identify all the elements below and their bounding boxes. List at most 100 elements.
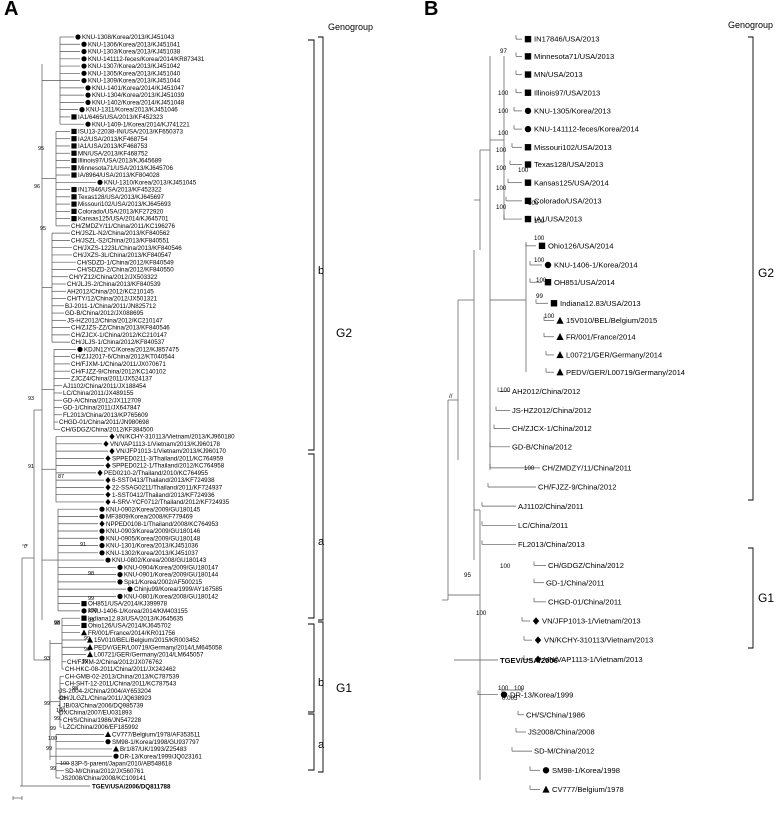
bootstrap-value: 98: [88, 571, 94, 577]
taxon-label: KNU-1304/Korea/2013/KJ451039: [92, 92, 185, 99]
bootstrap-value: 100: [544, 313, 555, 320]
taxon-label: GD-1/China/2011/JX647847: [63, 405, 141, 412]
bootstrap-value: 100: [498, 130, 509, 137]
taxon-label: CH/ZJZS-ZZ/China/2013/KF840546: [71, 325, 170, 332]
genogroup-bracket-g2: [748, 36, 754, 501]
subgroup-label-g1b: b: [318, 677, 324, 689]
us-strain-square-marker: [71, 186, 77, 193]
taxon-label: Br1/87/UK/1993/Z25483: [120, 746, 187, 753]
genogroup-bracket-g1: [748, 547, 754, 649]
bootstrap-value: 100: [524, 465, 535, 472]
bootstrap-value: 98: [54, 621, 60, 627]
taxon-label: Missouri102/USA/2013: [534, 143, 612, 152]
us-strain-square-marker: [71, 165, 77, 171]
taxon-label: KNU-1409-1/Korea/2014/KJ741221: [92, 121, 190, 128]
taxon-label: FR/001/France/2014/KR011756: [88, 630, 176, 637]
korean-strain-circle-marker: [85, 85, 91, 91]
taxon-label: CH-HKC-08-2011/China/2011/JX242462: [65, 666, 176, 673]
taxon-label: CH/JXZS-3L/China/2013/KF840547: [73, 252, 172, 259]
taxon-label: KNU-1401/Korea/2014/KJ451047: [92, 85, 185, 92]
root-outgroup-label: TGEV/USA/2006: [500, 656, 558, 665]
korean-strain-circle-marker: [75, 34, 81, 40]
us-strain-square-marker: [524, 179, 532, 186]
korean-strain-circle-marker: [127, 586, 133, 592]
us-strain-square-marker: [544, 279, 552, 286]
asian-strain-diamond-marker: [534, 655, 542, 663]
bootstrap-value: 93: [44, 656, 50, 662]
asian-strain-diamond-marker: [109, 433, 115, 440]
bootstrap-value: 99: [44, 701, 50, 707]
bootstrap-value: 95: [40, 226, 46, 232]
korean-strain-circle-marker: [85, 92, 91, 98]
bootstrap-value: 100: [60, 761, 69, 767]
us-strain-square-marker: [524, 144, 532, 151]
taxon-label: IA1/USA/2013: [534, 215, 582, 224]
us-strain-square-marker: [71, 143, 77, 149]
bootstrap-value: 100: [498, 108, 509, 115]
bootstrap-value: 96: [34, 184, 40, 190]
taxon-label: IA1/USA/2013/KF468753: [78, 143, 148, 150]
european-strain-triangle-marker: [87, 644, 93, 650]
taxon-label: L00721/GER/Germany/2014: [566, 351, 662, 360]
subgroup-label-g1a: a: [318, 739, 325, 751]
taxon-label: PEDV/GER/L00719/Germany/2014: [566, 368, 685, 377]
bootstrap-value: 99: [60, 696, 66, 702]
bootstrap-value: 100: [536, 277, 547, 284]
european-strain-triangle-marker: [556, 368, 564, 376]
subgroup-bracket-g1b: [308, 623, 315, 713]
taxon-label: CHGD-01/China/2011/JN980698: [59, 419, 150, 426]
asian-strain-diamond-marker: [105, 455, 111, 462]
taxon-label: CH/YZ12/China/2012/JX503322: [69, 274, 158, 281]
genogroup-label-g2: G2: [336, 326, 352, 340]
bootstrap-value: 99: [88, 618, 94, 624]
taxon-label: NPPED0108-1/Thailand/2008/KC764953: [106, 521, 219, 528]
us-strain-square-marker: [71, 157, 77, 164]
taxon-label: FR/001/France/2014: [566, 332, 636, 341]
taxon-label: MF3809/Korea/2008/KF779469: [106, 514, 193, 521]
taxon-label: KNU-1302/Korea/2013/KJ451037: [106, 550, 199, 557]
european-strain-triangle-marker: [542, 785, 550, 793]
bootstrap-value: 87: [58, 474, 64, 480]
european-strain-triangle-marker: [87, 651, 93, 658]
bootstrap-value: 100: [48, 736, 57, 742]
taxon-label: JS2008/China/2008/KC109141: [61, 775, 147, 782]
taxon-label: CH/FJXM-1/China/2011/JX070671: [71, 361, 166, 368]
taxon-label: Texas128/USA/2013: [534, 160, 603, 169]
taxon-label: KNU-1402/Korea/2014/KJ451048: [92, 99, 185, 106]
taxon-label: CH/FJZZ-9/China/2012: [538, 483, 617, 492]
taxon-label: CH/ZMDZY/11/China/2011: [542, 463, 632, 472]
taxon-label: AH2012/China/2012: [512, 387, 580, 396]
taxon-label: DX/China/2007/EU031893: [59, 710, 132, 717]
korean-strain-circle-marker: [542, 767, 550, 774]
korean-strain-circle-marker: [99, 550, 105, 556]
taxon-label: KNU-1301/Korea/2013/KJ451036: [106, 543, 199, 550]
phylogenetic-tree-a: //KNU-1308/Korea/2013/KJ451043KNU-1306/K…: [12, 34, 352, 800]
korean-strain-circle-marker: [544, 261, 552, 269]
taxon-label: IN17846/USA/2013/KF452322: [78, 187, 162, 194]
asian-strain-diamond-marker: [97, 469, 103, 476]
root-break-mark: //: [449, 393, 453, 400]
taxon-label: 83P-5-parent/Japan/2010/AB548618: [71, 761, 172, 768]
us-strain-square-marker: [524, 53, 532, 60]
us-strain-square-marker: [81, 615, 87, 621]
taxon-label: VN/JFP1013-1/Vietnam/2013: [542, 617, 641, 626]
us-strain-square-marker: [524, 71, 532, 78]
us-strain-square-marker: [524, 215, 532, 223]
taxon-label: Kansas125/USA/2014: [534, 178, 609, 187]
taxon-label: Colorado/USA/2013/KF272920: [78, 208, 164, 215]
us-strain-square-marker: [538, 242, 546, 250]
taxon-label: FL2013/China/2013: [518, 540, 585, 549]
taxon-label: KNU-0902/Korea/2009/GU180145: [106, 506, 201, 513]
taxon-label: KNU-1307/Korea/2013/KJ451042: [88, 63, 181, 70]
genogroup-label-g1: G1: [336, 681, 352, 695]
taxon-label: ISU13-22038-IN/USA/2013/KF650373: [78, 129, 183, 136]
taxon-label: KNU-1305/Korea/2013: [534, 107, 611, 116]
korean-strain-circle-marker: [117, 564, 123, 570]
panel-a-genogroup-header: Genogroup: [328, 22, 374, 32]
scale-bar-label: 0.005: [502, 695, 518, 702]
taxon-label: CH/SDZD-2/China/2012/KF840550: [77, 267, 174, 274]
taxon-label: Chinju99/Korea/1999/AY167585: [134, 586, 223, 593]
genogroup-label-g1: G1: [758, 591, 774, 605]
taxon-label: CH/FJZZ-9/China/2012/KC140102: [71, 368, 166, 375]
european-strain-triangle-marker: [556, 316, 564, 324]
